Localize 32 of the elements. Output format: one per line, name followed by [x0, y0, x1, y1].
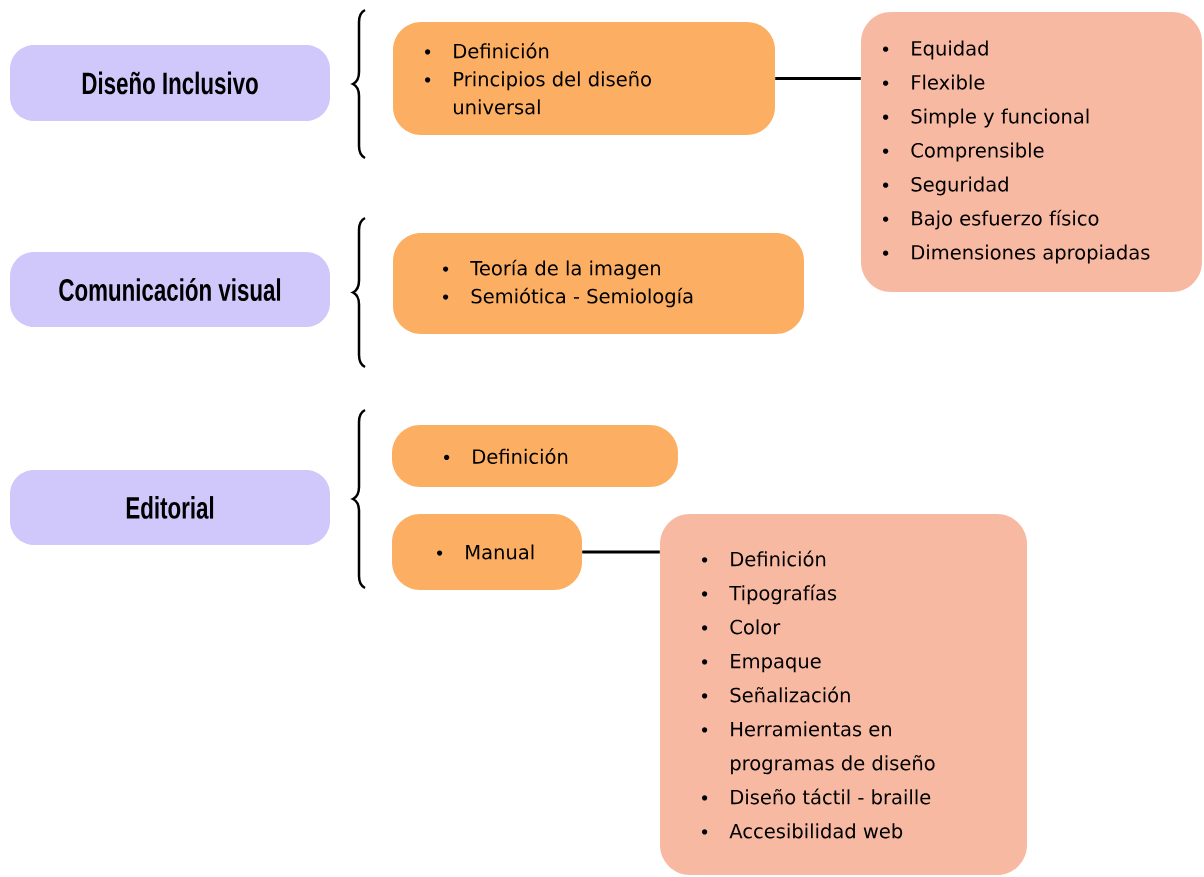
list-item: Dimensiones apropiadas: [912, 244, 1150, 264]
list-item: Simple y funcional: [911, 108, 1089, 128]
list-item: Herramientas en programas de diseño: [731, 721, 935, 775]
rounded-box: [393, 233, 804, 334]
list-item: Comprensible: [911, 142, 1044, 162]
list-item: Teoría de la imagen: [470, 259, 660, 280]
list-item: Definición: [731, 550, 826, 567]
list-item: Bajo esfuerzo físico: [912, 209, 1099, 230]
list-item: Color: [730, 619, 781, 635]
list-item: Semiótica - Semiología: [471, 287, 693, 308]
topic-box: Comunicación visual: [10, 252, 330, 327]
list-item: Principios del diseño universal: [453, 71, 651, 115]
connector-line: [775, 77, 861, 80]
rounded-box: [393, 22, 775, 135]
topic-box: Diseño Inclusivo: [10, 45, 330, 121]
list-item: Definición: [473, 448, 568, 464]
list-item: Manual: [466, 544, 534, 560]
rounded-box: [392, 425, 678, 487]
list-item: Definición: [454, 42, 549, 59]
list-item: Tipografías: [729, 584, 837, 605]
list-item: Señalización: [730, 686, 850, 703]
rounded-box: [660, 514, 1027, 875]
rounded-box: [392, 514, 582, 590]
connector-line: [582, 550, 660, 554]
list-item: Accesibilidad web: [729, 823, 903, 839]
rounded-box: [861, 12, 1202, 292]
topic-box: Editorial: [10, 470, 330, 545]
list-item: Flexible: [912, 74, 985, 90]
list-item: Empaque: [731, 653, 821, 673]
list-item: Equidad: [912, 40, 988, 60]
list-item: Diseño táctil - braille: [731, 788, 931, 805]
list-item: Seguridad: [911, 176, 1008, 196]
